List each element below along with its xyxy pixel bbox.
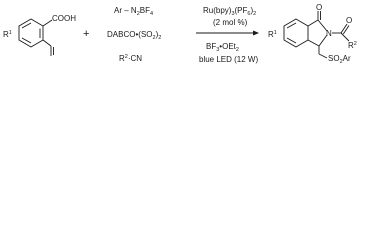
condition-catalyst-mid: (PF <box>235 6 248 15</box>
condition-catalyst-sub1: 3 <box>231 11 234 17</box>
condition-bf3-sub: 3 <box>216 47 219 53</box>
plus-sign: + <box>83 28 89 40</box>
product-sulfonyl-sub: 2 <box>340 59 343 65</box>
reagent-nitrile-r: R <box>119 54 125 63</box>
condition-catalyst-end: ) <box>250 6 253 15</box>
condition-light: blue LED (12 W) <box>199 55 258 64</box>
reagent-dabco-paren-left: ( <box>138 30 141 39</box>
product-sulfonyl-label: SO2Ar <box>328 54 351 65</box>
reagent-nitrile: R2·CN <box>119 54 142 63</box>
reactant-r1-letter: R <box>3 30 9 39</box>
condition-loading: (2 mol %) <box>213 18 248 27</box>
reaction-arrow <box>196 30 259 36</box>
condition-catalyst-sub3: 2 <box>253 11 256 17</box>
product-lactam-oxygen: O <box>316 3 322 12</box>
reagent-dabco-dot: • <box>135 30 138 39</box>
product-sulfonyl-so: SO <box>328 54 340 63</box>
reagent-nitrile-cn: ·CN <box>128 54 142 63</box>
condition-oet-sub: 2 <box>236 47 239 53</box>
product-r2-superscript: 2 <box>354 41 357 47</box>
product-acyl-oxygen: O <box>346 16 352 25</box>
reactant-structure <box>18 18 54 56</box>
product-r1-superscript: 1 <box>274 30 277 36</box>
condition-catalyst: Ru(bpy)3(PF6)2 <box>203 6 256 17</box>
condition-catalyst-sub2: 6 <box>247 11 250 17</box>
condition-oet: •OEt <box>219 42 236 51</box>
condition-catalyst-main: Ru(bpy) <box>203 6 232 15</box>
reactant-r1-superscript: 1 <box>9 30 12 36</box>
reagent-diazonium-ar: Ar <box>114 6 122 15</box>
reactant-r1-label: R1 <box>3 30 12 39</box>
reagent-dabco: DABCO <box>107 30 135 39</box>
product-sulfonyl-ar: Ar <box>343 54 351 63</box>
product-nitrogen: N <box>326 29 332 38</box>
reagent-diazonium-n: N <box>131 6 137 15</box>
reagent-diazonium-bf-sub: 4 <box>150 11 153 17</box>
reagent-diazonium-bf: BF <box>140 6 150 15</box>
reagent-dabco-outer-sub: 2 <box>158 35 161 41</box>
reagent-nitrile-r-sup: 2 <box>125 54 128 60</box>
product-r2-letter: R <box>348 41 354 50</box>
reagent-diazonium-dash: – <box>122 6 131 15</box>
condition-bf3: BF <box>206 42 216 51</box>
product-structure <box>283 11 350 59</box>
reaction-scheme: R1 COOH + Ar – N2BF4 DABCO•(SO2)2 R2·CN … <box>3 3 357 65</box>
reagent-dabco-paren-right: ) <box>156 30 159 39</box>
condition-lewis-acid: BF3•OEt2 <box>206 42 239 53</box>
reagent-diazonium: Ar – N2BF4 <box>114 6 153 17</box>
reagent-dabco-so-sub: 2 <box>153 35 156 41</box>
product-r2-label: R2 <box>348 41 357 50</box>
reagent-diazonium-n-sub: 2 <box>137 11 140 17</box>
reagent-dabco-so2: DABCO•(SO2)2 <box>107 30 161 41</box>
product-r1-letter: R <box>268 30 274 39</box>
reagent-dabco-so: SO <box>141 30 153 39</box>
reactant-cooh-label: COOH <box>52 14 76 23</box>
product-r1-label: R1 <box>268 30 277 39</box>
